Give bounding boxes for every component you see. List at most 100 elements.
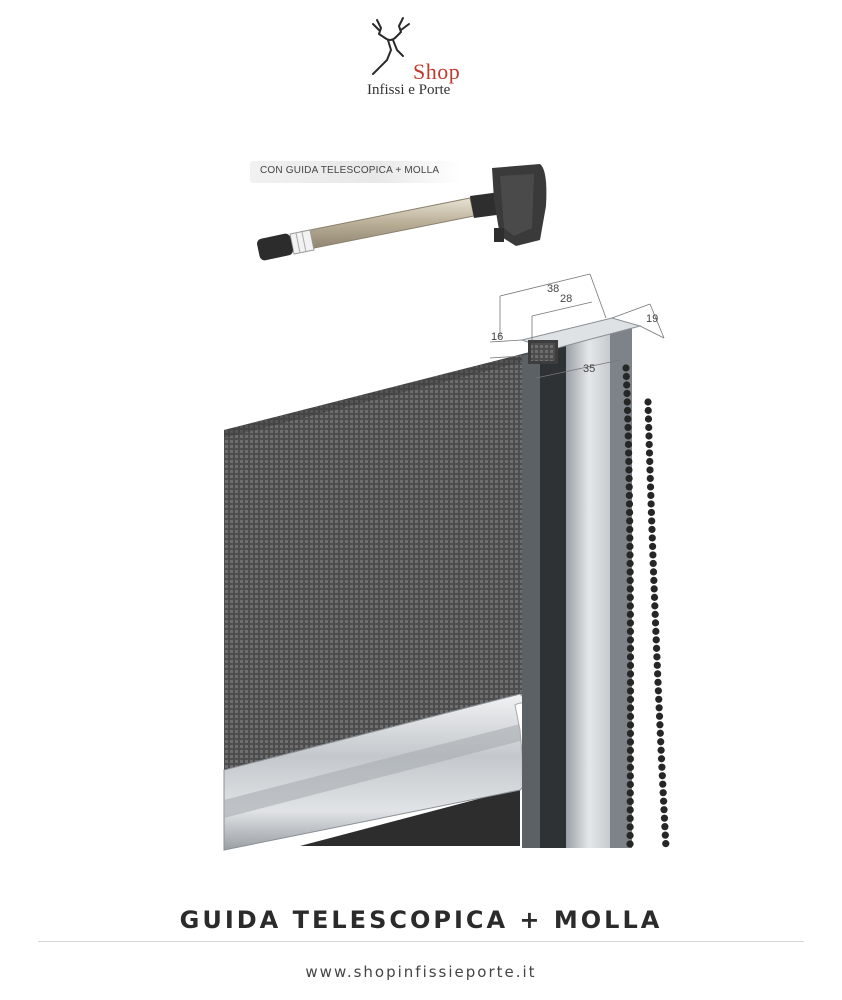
chain-bead bbox=[651, 610, 659, 618]
chain-bead bbox=[623, 381, 631, 389]
chain-bead bbox=[650, 585, 658, 593]
chain-bead bbox=[625, 466, 633, 474]
chain-bead bbox=[660, 814, 669, 822]
chain-bead bbox=[659, 780, 667, 788]
chain-bead bbox=[654, 670, 662, 678]
deer-icon bbox=[372, 17, 410, 75]
spring-roller bbox=[257, 164, 547, 261]
chain-bead bbox=[626, 814, 634, 823]
chain-bead bbox=[655, 704, 663, 712]
chain-bead bbox=[659, 797, 668, 805]
chain-bead bbox=[626, 627, 635, 636]
dim-38: 38 bbox=[547, 283, 559, 295]
chain-bead bbox=[626, 551, 634, 559]
chain-bead bbox=[622, 364, 630, 372]
chain-bead bbox=[625, 491, 633, 500]
chain-bead bbox=[623, 389, 631, 398]
chain-bead bbox=[647, 491, 655, 500]
chain-bead bbox=[645, 449, 654, 457]
chain-bead bbox=[626, 746, 635, 755]
chain-bead bbox=[626, 585, 634, 593]
chain-bead bbox=[626, 653, 635, 661]
chain-bead bbox=[626, 789, 634, 797]
dim-28: 28 bbox=[560, 293, 572, 305]
chain-bead bbox=[658, 772, 666, 780]
chain-bead bbox=[624, 440, 633, 449]
chain-bead bbox=[626, 670, 635, 678]
chain-bead bbox=[626, 755, 634, 763]
guide-rail bbox=[520, 317, 642, 848]
chain-bead bbox=[626, 721, 635, 729]
chain-bead bbox=[626, 695, 635, 704]
chain-bead bbox=[626, 534, 634, 542]
label-background bbox=[250, 161, 460, 183]
chain-bead bbox=[657, 755, 666, 763]
chain-bead bbox=[644, 398, 652, 406]
chain-bead bbox=[649, 551, 657, 559]
chain-bead bbox=[656, 729, 664, 737]
chain-bead bbox=[625, 500, 634, 508]
chain-bead bbox=[626, 806, 634, 814]
chain-bead bbox=[622, 372, 630, 381]
chain-bead bbox=[623, 398, 631, 406]
chain-bead bbox=[652, 636, 660, 644]
chain-bead bbox=[626, 559, 634, 568]
chain-bead bbox=[662, 840, 670, 848]
divider bbox=[38, 941, 804, 942]
chain-bead bbox=[626, 644, 635, 653]
chain-bead bbox=[644, 415, 653, 423]
chain-bead bbox=[626, 661, 635, 670]
chain-bead bbox=[624, 432, 632, 440]
chain-bead bbox=[647, 508, 656, 517]
chain-bead bbox=[626, 780, 634, 789]
chain-bead bbox=[660, 806, 668, 814]
logo-brand: Shop bbox=[413, 59, 461, 84]
chain-bead bbox=[626, 602, 634, 610]
chain-bead bbox=[646, 474, 654, 483]
chain-bead bbox=[657, 746, 665, 754]
chain-bead bbox=[658, 763, 666, 771]
dim-35: 35 bbox=[583, 363, 595, 375]
chain-bead bbox=[644, 406, 652, 415]
dim-16: 16 bbox=[491, 331, 503, 343]
chain-bead bbox=[647, 500, 655, 508]
chain-bead bbox=[626, 840, 634, 848]
chain-bead bbox=[659, 789, 667, 797]
chain-bead bbox=[661, 831, 669, 839]
logo: Shop Infissi e Porte bbox=[355, 14, 475, 104]
chain-bead bbox=[623, 406, 632, 415]
dim-19: 19 bbox=[646, 313, 658, 325]
chain-bead bbox=[654, 678, 662, 686]
chain-bead bbox=[626, 772, 634, 780]
chain-bead bbox=[626, 704, 635, 712]
page-title: GUIDA TELESCOPICA + MOLLA bbox=[179, 906, 663, 934]
chain-bead bbox=[648, 517, 656, 525]
chain-bead bbox=[651, 619, 660, 627]
chain-bead bbox=[625, 474, 633, 483]
chain-beads bbox=[622, 364, 670, 848]
chain-bead bbox=[646, 483, 655, 491]
chain-bead bbox=[646, 466, 654, 474]
product-illustration: 38 28 16 19 35 bbox=[223, 164, 670, 851]
chain-bead bbox=[626, 687, 635, 695]
logo-subtitle: Infissi e Porte bbox=[367, 82, 451, 98]
chain-bead bbox=[626, 831, 634, 840]
chain-bead bbox=[626, 636, 635, 644]
chain-bead bbox=[657, 738, 665, 746]
chain-bead bbox=[626, 576, 634, 585]
chain-bead bbox=[648, 542, 657, 551]
chain-bead bbox=[626, 568, 634, 576]
chain-bead bbox=[626, 797, 634, 806]
chain-bead bbox=[650, 576, 658, 585]
chain-bead bbox=[655, 695, 663, 703]
chain-bead bbox=[626, 610, 634, 619]
chain-bead bbox=[626, 619, 634, 627]
chain-bead bbox=[648, 525, 656, 534]
website-url: www.shopinfissieporte.it bbox=[305, 963, 537, 981]
chain-bead bbox=[646, 457, 654, 466]
chain-bead bbox=[656, 721, 664, 729]
chain-bead bbox=[645, 423, 653, 432]
chain-bead bbox=[661, 823, 669, 831]
mesh-screen bbox=[224, 352, 530, 776]
chain-bead bbox=[625, 483, 633, 491]
